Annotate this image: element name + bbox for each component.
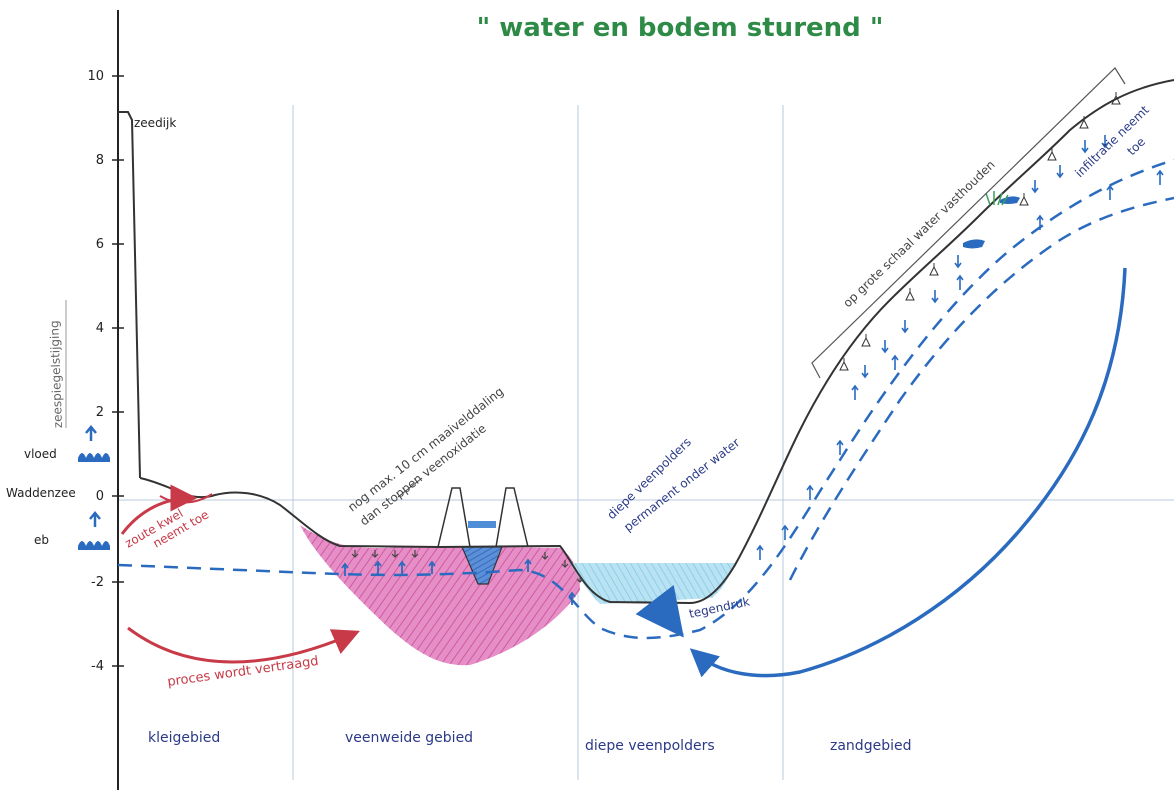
ditch-dike-right <box>495 487 529 548</box>
vloed-label: vloed <box>24 447 57 461</box>
sea-level-rise-label: zeespiegelstijging <box>47 320 65 428</box>
groundwater-deep-line <box>788 196 1174 581</box>
diagram-title: " water en bodem sturend " <box>477 13 884 43</box>
zone-label-deep-polders: diepe veenpolders <box>585 738 715 754</box>
ditch-water <box>468 521 496 528</box>
tick-label: -2 <box>91 575 104 590</box>
tick-label: 2 <box>96 405 104 420</box>
wave-icon <box>78 453 110 462</box>
y-axis-tick-labels: 10 8 6 4 2 0 -2 -4 <box>87 69 104 674</box>
zone-dividers <box>292 105 784 780</box>
polder-water <box>570 563 735 604</box>
water-retention-bracket <box>811 67 1126 379</box>
up-arrow-icon <box>85 425 97 441</box>
zone-label-sand: zandgebied <box>830 738 911 754</box>
ditch-dike-left <box>437 487 471 548</box>
surface-arrows <box>351 550 584 583</box>
subsidence-note-line1: nog max. 10 cm maaivelddaling <box>345 384 506 514</box>
tick-label: 4 <box>96 321 104 336</box>
infiltration-arrows <box>756 135 1164 560</box>
up-arrow-icon <box>89 511 101 527</box>
zone-label-peat-meadow: veenweide gebied <box>345 730 473 746</box>
slope-pool <box>1000 196 1020 204</box>
subsidence-note-underline <box>397 477 423 498</box>
tick-label: 8 <box>96 153 104 168</box>
tick-label: -4 <box>91 659 104 674</box>
salt-seepage-arrow <box>120 484 198 535</box>
salt-seepage-curve <box>159 493 213 504</box>
regional-groundwater-flow <box>689 267 1127 678</box>
infiltration-label-line2: toe <box>1124 135 1148 159</box>
tick-label: 0 <box>96 489 104 504</box>
zeedijk-label: zeedijk <box>134 116 176 130</box>
water-retention-label: op grote schaal water vasthouden <box>840 158 997 311</box>
slope-pool <box>963 239 985 249</box>
peat-body <box>300 525 580 666</box>
ground-surface <box>139 79 1174 605</box>
zone-label-clay: kleigebied <box>148 730 220 746</box>
waddenzee-label: Waddenzee <box>6 486 76 500</box>
tree-icon <box>839 92 1121 371</box>
tick-label: 10 <box>87 69 104 84</box>
process-delay-label: proces wordt vertraagd <box>166 654 319 690</box>
grass-icon <box>985 191 1009 206</box>
wave-icon <box>78 541 110 550</box>
eb-label: eb <box>34 533 49 547</box>
y-axis-ticks <box>112 75 124 667</box>
seepage-arrows <box>341 558 576 605</box>
subsidence-note-line2: dan stoppen veenoxidatie <box>357 421 489 528</box>
sea-dike <box>118 111 141 479</box>
process-delay-arrow <box>127 626 360 664</box>
tick-label: 6 <box>96 237 104 252</box>
counter-pressure-arrow <box>635 584 684 638</box>
